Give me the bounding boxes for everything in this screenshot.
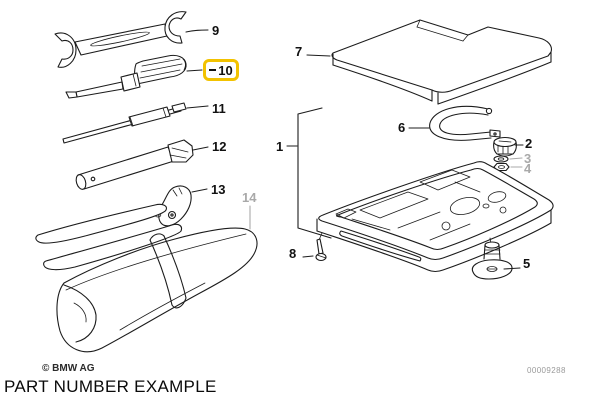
tool-tray-drawing <box>316 161 554 273</box>
part-label-1[interactable]: 1 <box>276 139 284 154</box>
part-label-8[interactable]: 8 <box>289 246 297 261</box>
part-label-4[interactable]: 4 <box>524 161 532 176</box>
retaining-clip-drawing <box>429 105 501 141</box>
part-label-9[interactable]: 9 <box>212 23 220 38</box>
part-label-10[interactable]: 10 <box>218 62 233 78</box>
foam-pad-drawing <box>331 19 552 105</box>
page-caption: PART NUMBER EXAMPLE <box>4 377 217 396</box>
diagram-number: 00009288 <box>527 366 566 375</box>
washer-drawing <box>493 155 509 163</box>
part-label-2[interactable]: 2 <box>525 136 533 151</box>
part-label-5[interactable]: 5 <box>523 256 531 271</box>
extension-rod-drawing <box>62 102 187 144</box>
part-label-11[interactable]: 11 <box>212 101 226 116</box>
wing-fastener-drawing <box>471 237 513 280</box>
assembly-bracket <box>286 107 332 239</box>
tool-bag-drawing <box>56 227 258 353</box>
part-label-6[interactable]: 6 <box>398 120 406 135</box>
part-label-13[interactable]: 13 <box>211 182 226 197</box>
open-end-wrench-drawing <box>54 11 187 68</box>
callout-dash <box>209 68 217 72</box>
screwdriver-drawing <box>65 54 187 99</box>
copyright-notice: © BMW AG <box>42 363 95 374</box>
part-label-7[interactable]: 7 <box>295 44 303 59</box>
screw-drawing <box>315 232 327 262</box>
part-label-3[interactable]: 3 <box>524 151 532 166</box>
knob-drawing <box>493 136 517 157</box>
selected-part-callout-10[interactable]: 10 <box>203 59 239 81</box>
part-label-14[interactable]: 14 <box>242 190 257 205</box>
part-label-12[interactable]: 12 <box>212 139 227 154</box>
leader-lines <box>185 29 524 270</box>
spark-plug-socket-drawing <box>75 139 194 190</box>
pliers-drawing <box>35 185 192 271</box>
